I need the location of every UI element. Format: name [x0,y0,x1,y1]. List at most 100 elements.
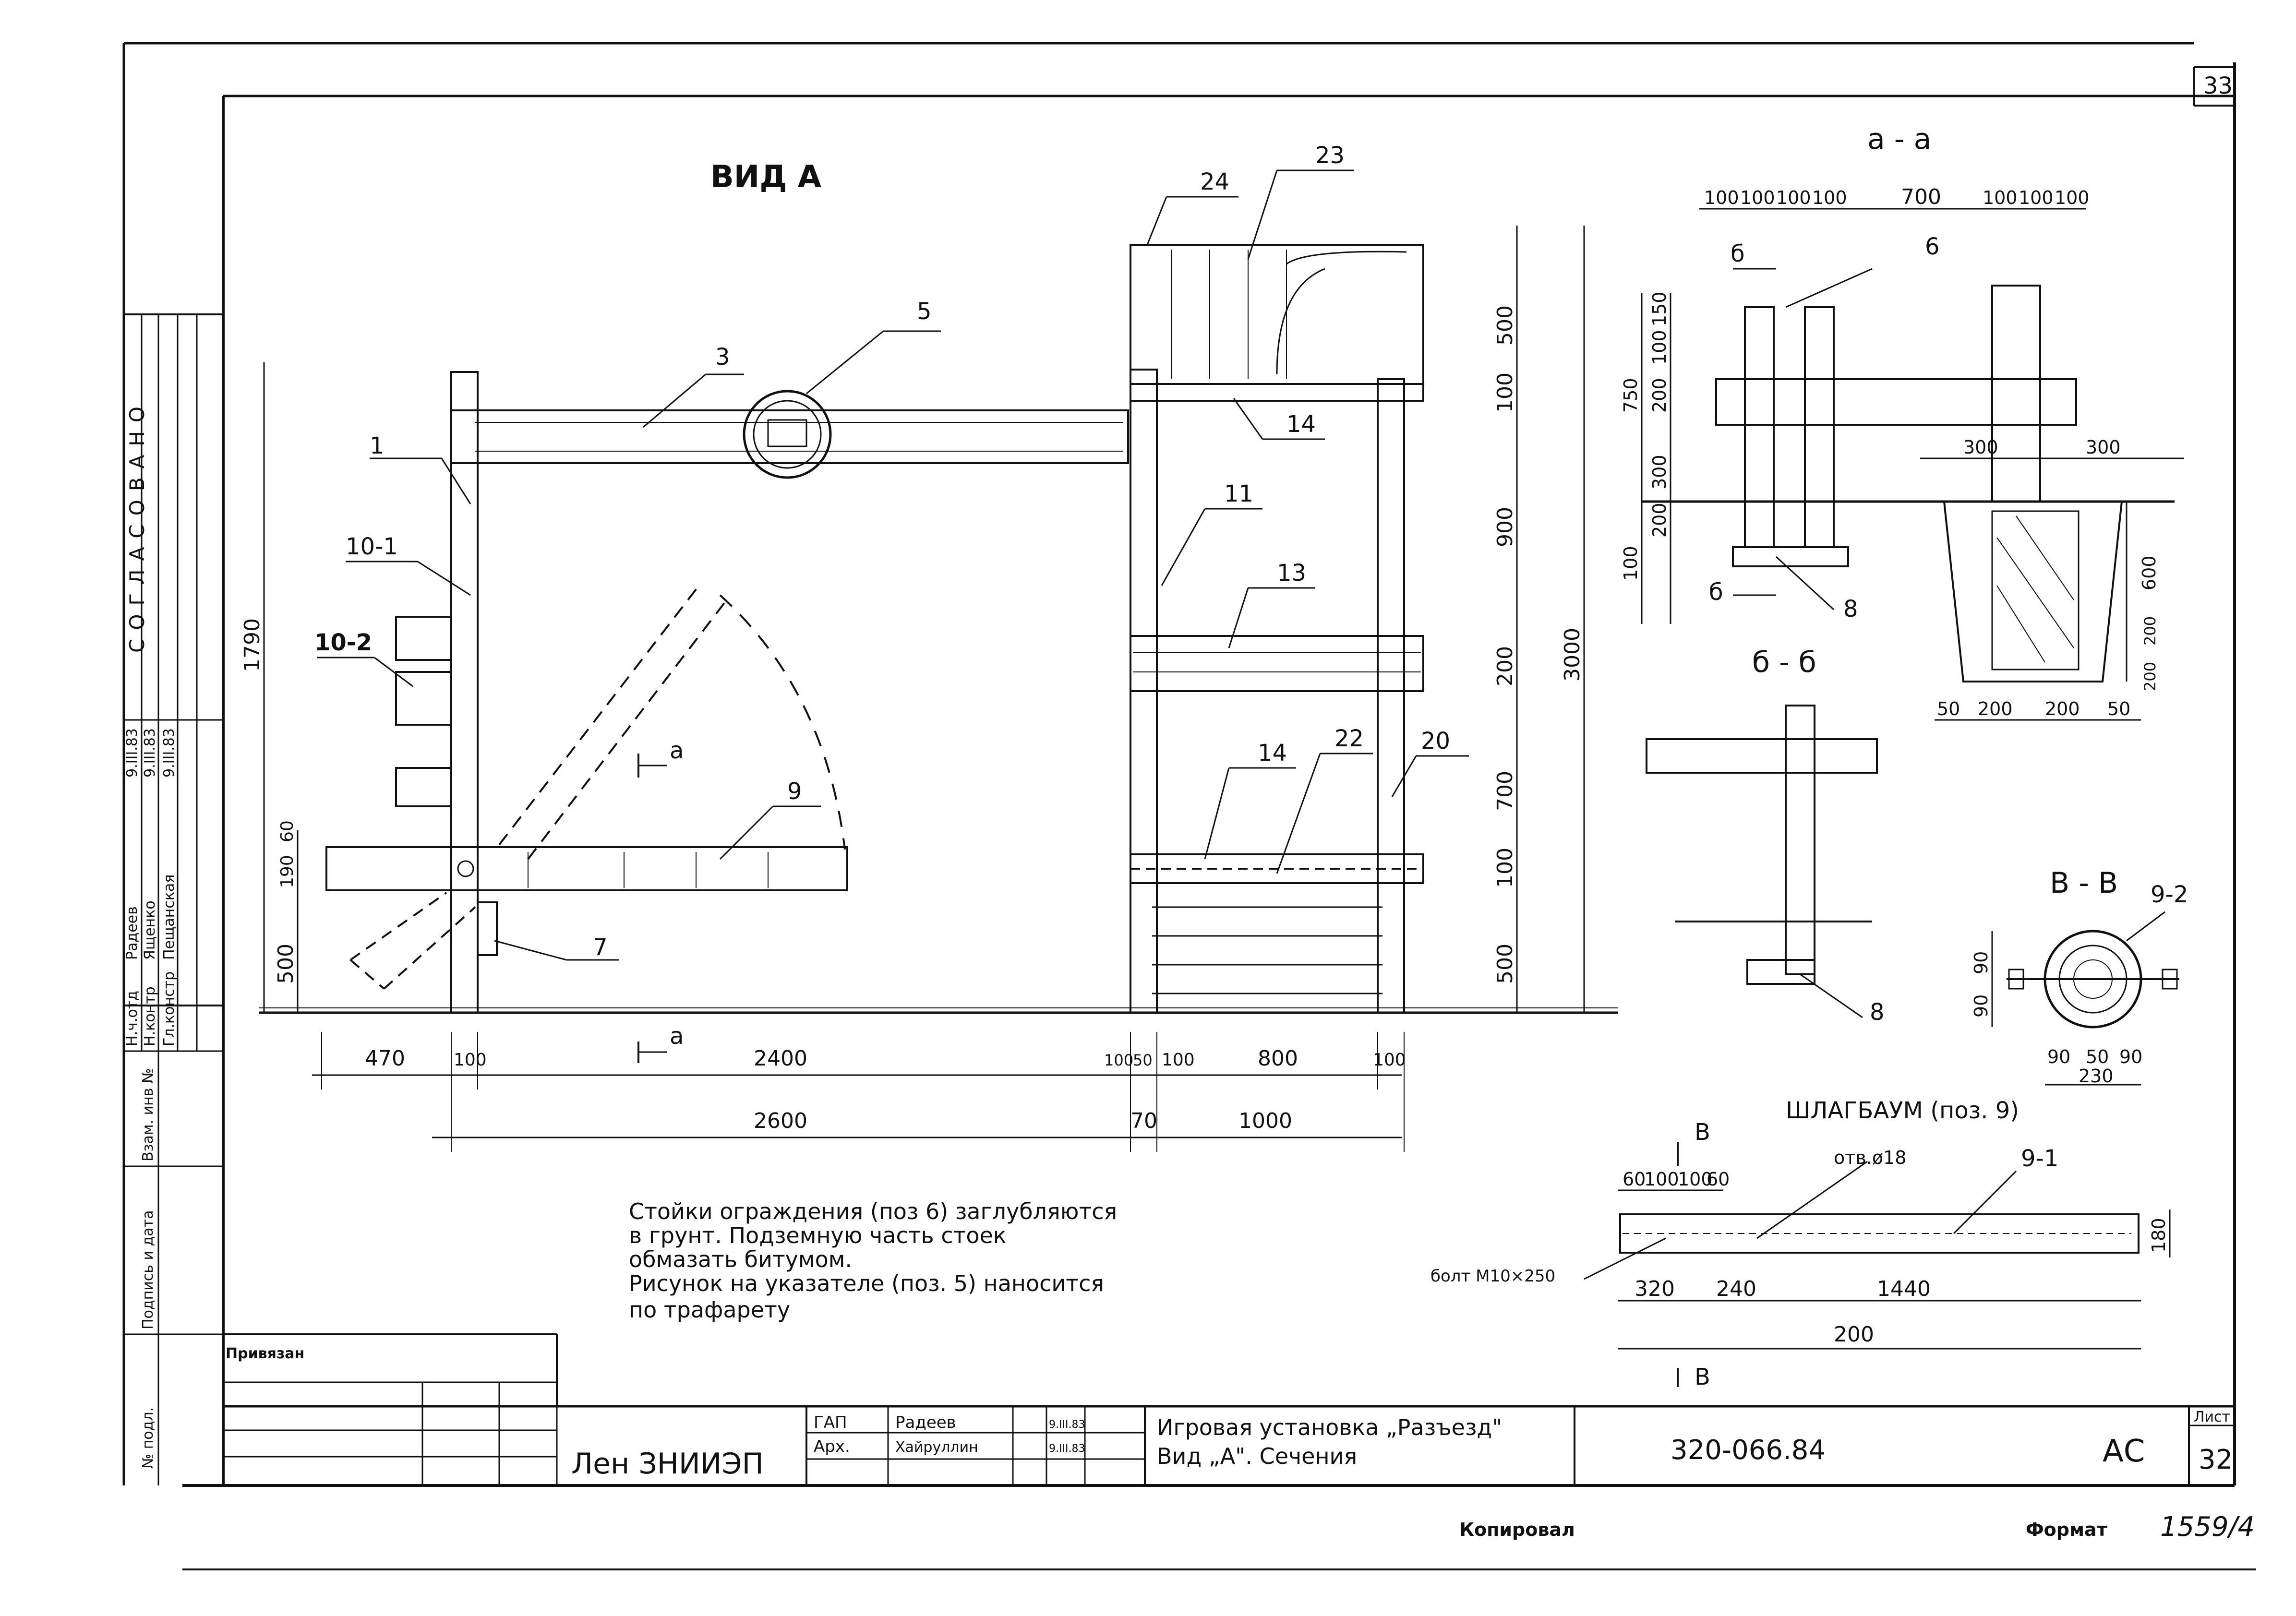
dim-r-700: 700 [1493,771,1517,811]
callout-22: 22 [1334,725,1364,752]
dim-800: 800 [1258,1046,1298,1071]
approval-role-2: Н.контр [142,986,158,1046]
side-labels: Взам. инв № Подпись и дата № подл. [140,1068,156,1469]
aa-top-dim-5: 700 [1901,185,1941,209]
dim-50: 50 [1133,1051,1153,1069]
footer: Копировал Формат 1559/4 [1459,1511,2255,1543]
view-a-structure [259,244,1618,1014]
dim-r-500: 500 [1493,305,1517,346]
shlagbaum-title: ШЛАГБАУМ (поз. 9) [1786,1097,2019,1124]
tb-org: Лен ЗНИИЭП [571,1447,764,1481]
tb-doc-code: 320-066.84 [1671,1435,1826,1466]
aa-bottom-dim-3: 200 [2045,698,2080,719]
shl-mark-v-bottom: В [1695,1364,1710,1390]
aa-bottom-dim-2: 200 [1978,698,2013,719]
page-top-number: 33 [2203,72,2233,99]
dim-r-200: 200 [1493,646,1517,686]
section-aa-drawing [1641,208,2184,721]
tb-mark: АС [2103,1434,2145,1469]
aa-left-dim-4: 750 [1620,378,1641,413]
section-vv-labels: 9-2 90 90 90 50 90 230 [1971,881,2188,1087]
aa-bottom-dim-1: 50 [1937,698,1960,719]
callout-10-1: 10-1 [346,533,398,560]
shl-dim-top-3: 100 [1678,1169,1713,1190]
aa-right-dim-3: 600 [2139,555,2160,590]
dim-r-500b: 500 [1493,944,1517,984]
aa-top-dim-4: 100 [1812,187,1847,208]
aa-top-dim-1: 100 [1704,187,1739,208]
footer-format: Формат [2026,1519,2107,1540]
aa-left-dim-6: 200 [1649,503,1670,538]
note-line-3: обмазать битумом. [629,1246,852,1272]
callout-1: 1 [370,432,385,459]
approval-name-3: Пещанская [161,874,178,960]
approval-name-1: Радеев [124,906,141,960]
shl-dim-240: 240 [1716,1277,1756,1301]
view-a-leaders [317,169,1469,961]
dim-1000: 1000 [1238,1109,1292,1133]
callout-11: 11 [1224,480,1253,507]
shl-callout-9-1: 9-1 [2021,1145,2058,1172]
aa-top-dim-2: 100 [1740,187,1775,208]
vv-dim-5: 90 [2119,1046,2142,1067]
callout-23: 23 [1315,142,1345,169]
note-line-1: Стойки ограждения (поз 6) заглубляются [629,1198,1117,1224]
dim-60: 60 [277,820,297,842]
title-block [223,1333,2235,1485]
aa-right-dim-2: 300 [2086,437,2121,458]
callout-10-2: 10-2 [314,629,372,656]
vv-callout-9-2: 9-2 [2151,881,2188,908]
callout-3: 3 [715,344,730,371]
footer-copied: Копировал [1459,1519,1575,1540]
tb-date-1: 9.III.83 [1049,1419,1085,1431]
approval-date-2: 9.III.83 [142,728,158,778]
callout-13: 13 [1277,560,1306,587]
callout-5: 5 [917,298,932,325]
note-line-5: по трафарету [629,1297,790,1323]
approval-name-2: Ященко [142,900,158,960]
dim-r-100b: 100 [1493,848,1517,888]
callout-14-bottom: 14 [1258,740,1287,766]
tb-sheet-label: Лист [2194,1409,2230,1425]
tb-title-line-1: Игровая установка „Разъезд" [1157,1414,1502,1440]
aa-top-dim-8: 100 [2055,187,2090,208]
approval-date-3: 9.III.83 [161,728,178,778]
side-label-podpis: Подпись и дата [140,1210,156,1330]
dim-100c: 100 [1162,1050,1195,1070]
view-a-callouts: 1 3 5 10-1 10-2 9 7 а а 24 23 14 11 13 1… [314,142,1450,1050]
approval-role-1: Н.ч.отд [124,991,141,1046]
note-line-2: в грунт. Подземную часть стоек [629,1222,1007,1248]
tb-name-1: Радеев [895,1413,956,1432]
footer-number: 1559/4 [2160,1511,2255,1543]
vv-dim-3: 90 [2047,1046,2070,1067]
aa-bottom-dim-4: 50 [2107,698,2130,719]
section-vv-drawing [1991,911,2179,1086]
aa-top-dim-3: 100 [1776,187,1811,208]
vv-dim-1: 90 [1971,951,1992,974]
section-mark-a-upper: а [670,737,684,764]
stamp-soglasovano: СОГЛАСОВАНО [125,398,149,653]
dim-100b: 100 [1104,1051,1133,1069]
section-mark-a-lower: а [670,1023,684,1050]
tb-role-gap: ГАП [814,1413,847,1432]
dim-r-100a: 100 [1493,372,1517,413]
aa-left-dim-1: 150 [1649,291,1670,326]
tb-title-line-2: Вид „А". Сечения [1157,1443,1357,1469]
callout-20: 20 [1421,728,1450,754]
callout-9: 9 [787,778,802,805]
aa-left-dim-3: 200 [1649,378,1670,413]
shlagbaum-drawing [1584,1142,2171,1387]
approvals: Н.ч.отд Радеев 9.III.83 Н.контр Ященко 9… [124,728,178,1046]
callout-7: 7 [593,934,608,961]
shl-mark-v-top: В [1695,1119,1710,1146]
tb-sheet-no: 32 [2199,1444,2233,1475]
section-aa-title: а - а [1867,122,1931,156]
note-line-4: Рисунок на указателе (поз. 5) наносится [629,1270,1104,1296]
dim-2600: 2600 [754,1109,807,1133]
dim-2400: 2400 [754,1046,807,1071]
shl-dim-200: 200 [1834,1322,1874,1347]
section-bb-drawing [1646,705,1878,1018]
aa-right-dim-1: 300 [1963,437,1998,458]
title-block-text: Привязан Лен ЗНИИЭП ГАП Арх. Радеев Хайр… [226,1345,2233,1481]
